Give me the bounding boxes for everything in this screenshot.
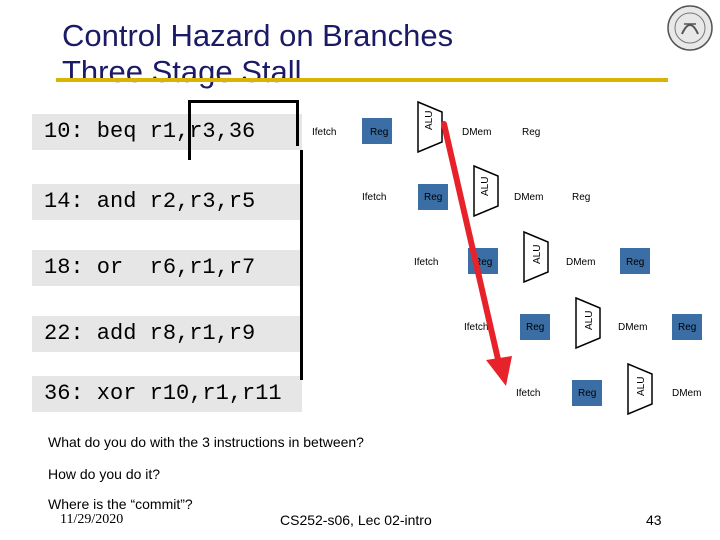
stall-bracket-mid	[188, 100, 191, 160]
dmem-stage: DMem	[618, 322, 647, 333]
alu-label: ALU	[636, 377, 647, 396]
alu-stage	[523, 230, 549, 284]
dmem-stage: DMem	[462, 127, 491, 138]
alu-label: ALU	[480, 177, 491, 196]
alu-label: ALU	[424, 111, 435, 130]
reg-stage	[418, 184, 448, 210]
dmem-stage: DMem	[672, 388, 701, 399]
reg-write-stage	[518, 118, 548, 144]
reg-stage	[572, 380, 602, 406]
instruction-row-beq: 10: beq r1,r3,36	[32, 114, 302, 150]
alu-label: ALU	[584, 311, 595, 330]
ifetch-stage: Ifetch	[312, 127, 336, 138]
slide-title-line2: Three Stage Stall	[62, 54, 302, 89]
pipeline-row-5: Ifetch Reg ALU DMem	[516, 362, 701, 416]
question-3: Where is the “commit”?	[48, 496, 193, 512]
ifetch-stage: Ifetch	[362, 192, 386, 203]
branch-arrow-head	[486, 356, 512, 386]
alu-stage	[473, 164, 499, 218]
pipeline-row-2: Ifetch Reg ALU DMem Reg	[362, 164, 590, 218]
instruction-row-and: 14: and r2,r3,r5	[32, 184, 302, 220]
question-2: How do you do it?	[48, 466, 161, 482]
stall-bracket-top	[188, 100, 298, 103]
instruction-row-xor: 36: xor r10,r1,r11	[32, 376, 302, 412]
alu-stage	[417, 100, 443, 154]
reg-label: Reg	[474, 257, 492, 268]
reg-stage	[520, 314, 550, 340]
reg-write-label: Reg	[572, 192, 590, 203]
footer-date: 11/29/2020	[60, 512, 124, 527]
university-seal-logo	[666, 4, 714, 52]
alu-label: ALU	[532, 245, 543, 264]
alu-stage	[627, 362, 653, 416]
branch-arrow	[441, 121, 503, 371]
reg-write-stage	[672, 314, 702, 340]
dmem-stage: DMem	[566, 257, 595, 268]
ifetch-stage: Ifetch	[516, 388, 540, 399]
alu-stage	[575, 296, 601, 350]
footer-course: CS252-s06, Lec 02-intro	[280, 512, 432, 528]
stall-bracket-left	[300, 150, 303, 380]
ifetch-stage: Ifetch	[414, 257, 438, 268]
reg-stage	[362, 118, 392, 144]
reg-label: Reg	[424, 192, 442, 203]
reg-label: Reg	[578, 388, 596, 399]
instruction-row-or: 18: or r6,r1,r7	[32, 250, 302, 286]
reg-label: Reg	[526, 322, 544, 333]
ifetch-stage: Ifetch	[464, 322, 488, 333]
reg-write-stage	[620, 248, 650, 274]
question-1: What do you do with the 3 instructions i…	[48, 434, 364, 450]
reg-write-label: Reg	[522, 127, 540, 138]
title-underline	[56, 78, 668, 82]
reg-label: Reg	[370, 127, 388, 138]
reg-write-label: Reg	[678, 322, 696, 333]
pipeline-row-1: Ifetch Reg ALU DMem Reg	[312, 100, 548, 154]
pipeline-row-4: Ifetch Reg ALU DMem Reg	[464, 296, 702, 350]
reg-write-label: Reg	[626, 257, 644, 268]
slide-title-line1: Control Hazard on Branches	[62, 18, 454, 53]
footer-page-number: 43	[646, 512, 662, 528]
instruction-row-add: 22: add r8,r1,r9	[32, 316, 302, 352]
dmem-stage: DMem	[514, 192, 543, 203]
stall-bracket-right	[296, 100, 299, 146]
pipeline-row-3: Ifetch Reg ALU DMem Reg	[414, 230, 650, 284]
